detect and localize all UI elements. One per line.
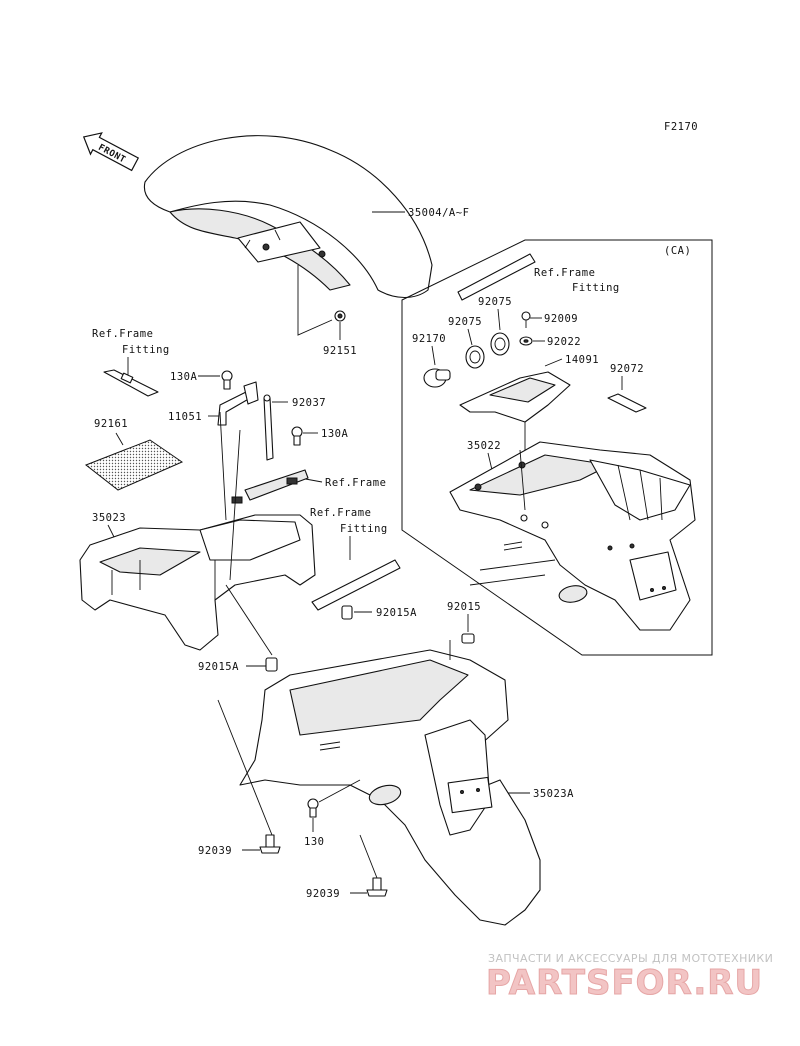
grommet-92075-lower (465, 345, 485, 369)
label-130A-lower: 130A (321, 428, 348, 440)
bolt-92039-lower (359, 834, 388, 897)
ref-frame-fitting-mid-line2: Fitting (340, 523, 388, 535)
grommet-92015A-upper (341, 605, 353, 620)
front-fender (143, 135, 433, 299)
ref-frame-fitting-left-line1: Ref.Frame (92, 328, 153, 340)
ref-frame-fitting-ca-line2: Fitting (572, 282, 620, 294)
bolt-92039-upper (217, 699, 281, 854)
ref-frame-fitting-left-line2: Fitting (122, 344, 170, 356)
rear-fender-35023A (239, 640, 541, 926)
pad-92161 (85, 439, 184, 491)
label-92039-upper: 92039 (198, 845, 232, 857)
grommet-92015A-lower (265, 657, 278, 672)
label-92075-lower: 92075 (448, 316, 482, 328)
washer-92015 (461, 633, 475, 644)
label-92072: 92072 (610, 363, 644, 375)
label-35023A: 35023A (533, 788, 574, 800)
watermark-brand: PARTSFOR.RU (486, 963, 763, 1003)
frame-fitting-left-bracket (103, 369, 159, 397)
rear-inner-fender-35023 (79, 411, 316, 656)
label-92170: 92170 (412, 333, 446, 345)
label-130: 130 (304, 836, 324, 848)
label-35004: 35004/A~F (408, 207, 469, 219)
label-92037: 92037 (292, 397, 326, 409)
ref-frame-label: Ref.Frame (325, 477, 386, 489)
frame-fitting-mid-bracket (311, 559, 401, 611)
bolt-130 (307, 798, 319, 818)
label-92015: 92015 (447, 601, 481, 613)
label-92075-upper: 92075 (478, 296, 512, 308)
bolts-35022 (519, 449, 549, 529)
label-35022: 35022 (467, 440, 501, 452)
label-92009: 92009 (544, 313, 578, 325)
label-92015A-upper: 92015A (376, 607, 417, 619)
screw-92009 (521, 311, 531, 328)
ca-label: (CA) (664, 245, 691, 257)
clamp-92170 (423, 368, 451, 388)
label-92161: 92161 (94, 418, 128, 430)
rod-92037 (263, 394, 274, 461)
figure-code: F2170 (664, 121, 698, 133)
label-14091: 14091 (565, 354, 599, 366)
bolt-130A-lower (291, 426, 303, 446)
frame-fitting-ca-bracket (457, 253, 536, 301)
ref-frame-fitting-ca-line1: Ref.Frame (534, 267, 595, 279)
label-92151: 92151 (323, 345, 357, 357)
bolt-130A-upper (221, 370, 233, 390)
bolt-92151 (297, 265, 346, 336)
cover-14091 (459, 371, 571, 450)
rear-fender-35022 (449, 441, 696, 631)
label-11051: 11051 (168, 411, 202, 423)
washer-92022 (519, 336, 533, 346)
label-130A-upper: 130A (170, 371, 197, 383)
bracket-92072 (607, 393, 647, 413)
grommet-92075-upper (490, 332, 510, 356)
label-92039-lower: 92039 (306, 888, 340, 900)
label-35023: 35023 (92, 512, 126, 524)
ca-variant-box (401, 239, 713, 656)
bracket-11051 (217, 381, 259, 426)
label-92022: 92022 (547, 336, 581, 348)
front-arrow-icon: FRONT (82, 132, 140, 172)
label-92015A-lower: 92015A (198, 661, 239, 673)
ref-frame-fitting-mid-line1: Ref.Frame (310, 507, 371, 519)
watermark-tagline: ЗАПЧАСТИ И АКСЕССУАРЫ ДЛЯ МОТОТЕХНИКИ (488, 952, 773, 965)
